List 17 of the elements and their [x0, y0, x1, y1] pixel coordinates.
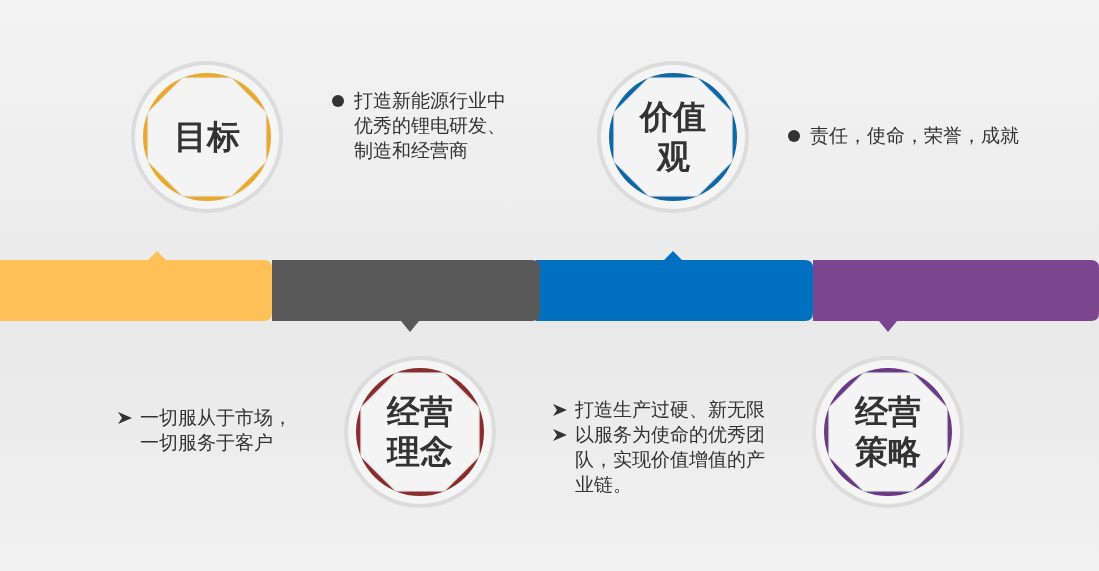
- bullet-text: 一切服从于市场，一切服务于客户: [140, 406, 292, 453]
- octagon-badge: [342, 354, 498, 510]
- badge-title: 经营理念: [385, 392, 454, 472]
- octagon-badge: [810, 354, 966, 510]
- timeline-bar: [0, 251, 272, 323]
- bullet-text: 责任，使命，荣誉，成就: [810, 124, 1019, 146]
- timeline-bar: [536, 251, 813, 323]
- bullet-text: 以服务为使命的优秀团队，实现价值增值的产业链。: [575, 423, 765, 495]
- badge-title: 价值观: [638, 97, 707, 177]
- timeline-bar: [813, 260, 1099, 332]
- timeline-bar: [272, 260, 540, 332]
- badge-title: 目标: [174, 117, 240, 157]
- badge-title: 经营策略: [853, 392, 922, 472]
- octagon-badge: [595, 59, 751, 215]
- bullet-text: 打造新能源行业中优秀的锂电研发、制造和经营商: [354, 89, 506, 161]
- bullet-text: 打造生产过硬、新无限: [575, 398, 765, 420]
- octagon-badge: [129, 59, 285, 215]
